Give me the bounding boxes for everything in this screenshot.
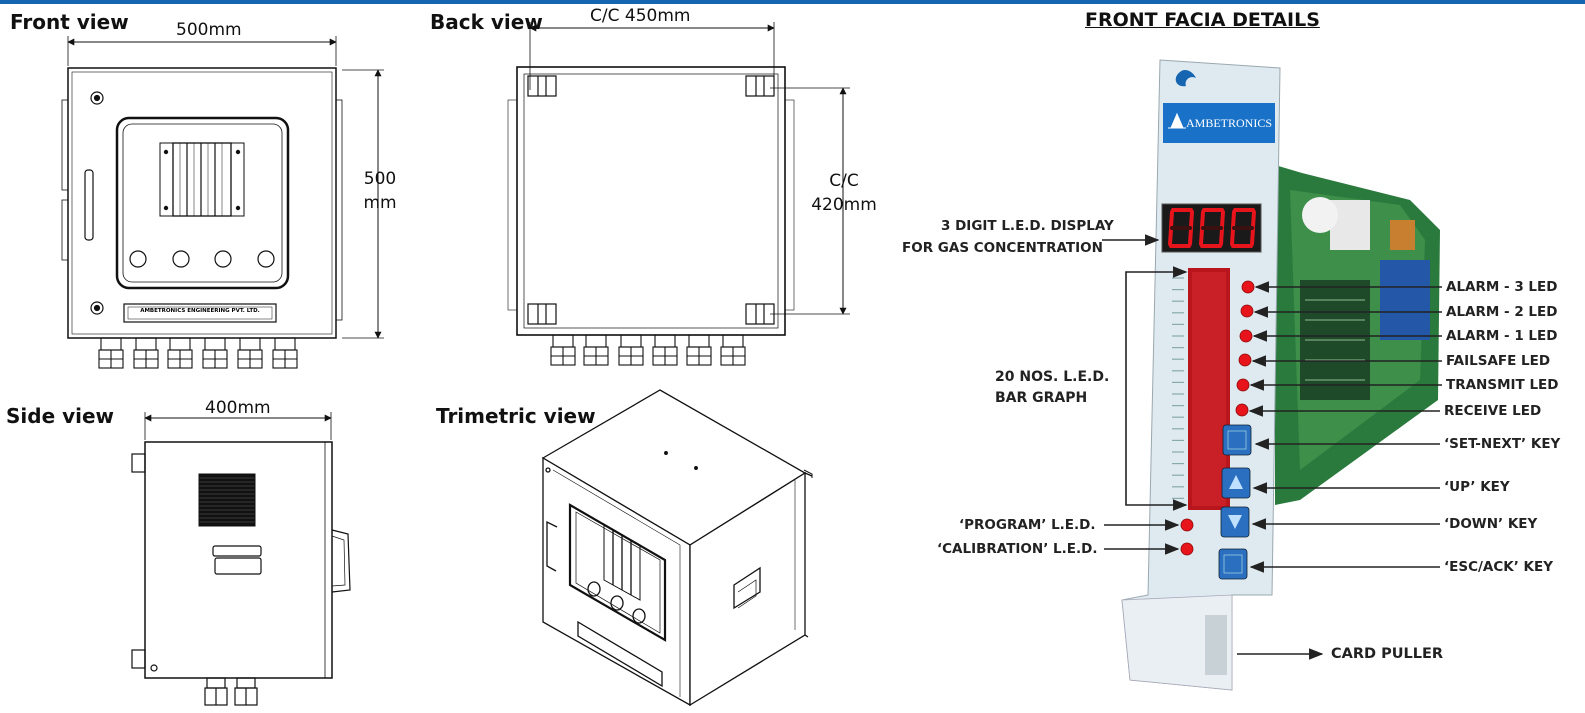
- display-segment: [1251, 210, 1256, 229]
- receive-led: [1235, 403, 1249, 417]
- bar-graph-label-line2: BAR GRAPH: [995, 390, 1088, 406]
- alarm1-led: [1239, 329, 1253, 343]
- front-height-unit: mm: [363, 193, 397, 213]
- facia-section-title: FRONT FACIA DETAILS: [1085, 9, 1320, 31]
- label-set-next-key: ‘SET-NEXT’ KEY: [1444, 436, 1561, 452]
- label-card-puller: CARD PULLER: [1331, 646, 1444, 662]
- back-height-line1: C/C: [829, 171, 859, 191]
- label-esc-ack-key: ‘ESC/ACK’ KEY: [1444, 559, 1554, 575]
- label-alarm3-led: ALARM - 3 LED: [1446, 279, 1558, 295]
- front-view-drawing: [61, 36, 384, 369]
- calibration-led: [1180, 542, 1194, 556]
- label-calibration-led: ‘CALIBRATION’ L.E.D.: [937, 541, 1098, 557]
- display-segment: [1231, 210, 1236, 229]
- side-width-dimension: 400mm: [205, 398, 271, 418]
- display-segment: [1188, 227, 1193, 246]
- label-failsafe-led: FAILSAFE LED: [1446, 353, 1551, 369]
- display-label-line2: FOR GAS CONCENTRATION: [902, 240, 1103, 256]
- front-height-dimension: 500 mm: [356, 167, 404, 215]
- display-label-line1: 3 DIGIT L.E.D. DISPLAY: [941, 218, 1114, 234]
- label-alarm1-led: ALARM - 1 LED: [1446, 328, 1558, 344]
- label-alarm2-led: ALARM - 2 LED: [1446, 304, 1558, 320]
- callout-arrows: [1102, 234, 1442, 660]
- display-segment: [1189, 210, 1194, 229]
- label-receive-led: RECEIVE LED: [1444, 403, 1542, 419]
- display-segment: [1200, 210, 1205, 229]
- front-width-dimension: 500mm: [176, 20, 242, 40]
- facia-card-drawing: AMBETRONICS: [1121, 59, 1440, 691]
- bar-graph-label-line1: 20 NOS. L.E.D.: [995, 369, 1110, 385]
- esc-ack-key: [1218, 548, 1248, 580]
- back-width-dimension: C/C 450mm: [590, 6, 691, 26]
- display-segment: [1230, 227, 1235, 246]
- display-segment: [1220, 210, 1225, 229]
- bar-graph-label: 20 NOS. L.E.D. BAR GRAPH: [995, 367, 1109, 409]
- side-view-title: Side view: [6, 404, 115, 428]
- label-down-key: ‘DOWN’ KEY: [1444, 516, 1538, 532]
- back-height-dimension: C/C 420mm: [806, 169, 882, 217]
- display-segment: [1250, 227, 1255, 246]
- back-view-drawing: [507, 22, 850, 366]
- front-keys: [1218, 424, 1252, 580]
- back-view-title: Back view: [430, 10, 543, 34]
- alarm3-led: [1241, 280, 1255, 294]
- set-next-key: [1222, 424, 1252, 456]
- brand-logo-text: AMBETRONICS: [1186, 116, 1272, 130]
- display-segment: [1219, 227, 1224, 246]
- label-up-key: ‘UP’ KEY: [1444, 479, 1510, 495]
- alarm2-led: [1240, 304, 1254, 318]
- front-nameplate-text: AMBETRONICS ENGINEERING PVT. LTD.: [140, 308, 260, 314]
- program-led: [1180, 518, 1194, 532]
- status-leds: [1180, 280, 1255, 556]
- front-height-value: 500: [363, 169, 397, 189]
- display-segment: [1169, 210, 1174, 229]
- label-transmit-led: TRANSMIT LED: [1446, 377, 1559, 393]
- front-view-title: Front view: [10, 10, 129, 34]
- display-segment: [1199, 227, 1204, 246]
- display-segment: [1168, 227, 1173, 246]
- trimetric-view-title: Trimetric view: [436, 404, 596, 428]
- top-accent-bar: [0, 0, 1585, 4]
- transmit-led: [1236, 378, 1250, 392]
- led-display-digits: [1168, 208, 1256, 248]
- side-view-drawing: [131, 412, 351, 706]
- label-program-led: ‘PROGRAM’ L.E.D.: [959, 517, 1096, 533]
- failsafe-led: [1238, 353, 1252, 367]
- back-height-line2: 420mm: [811, 195, 877, 215]
- trimetric-view-drawing: [541, 389, 813, 707]
